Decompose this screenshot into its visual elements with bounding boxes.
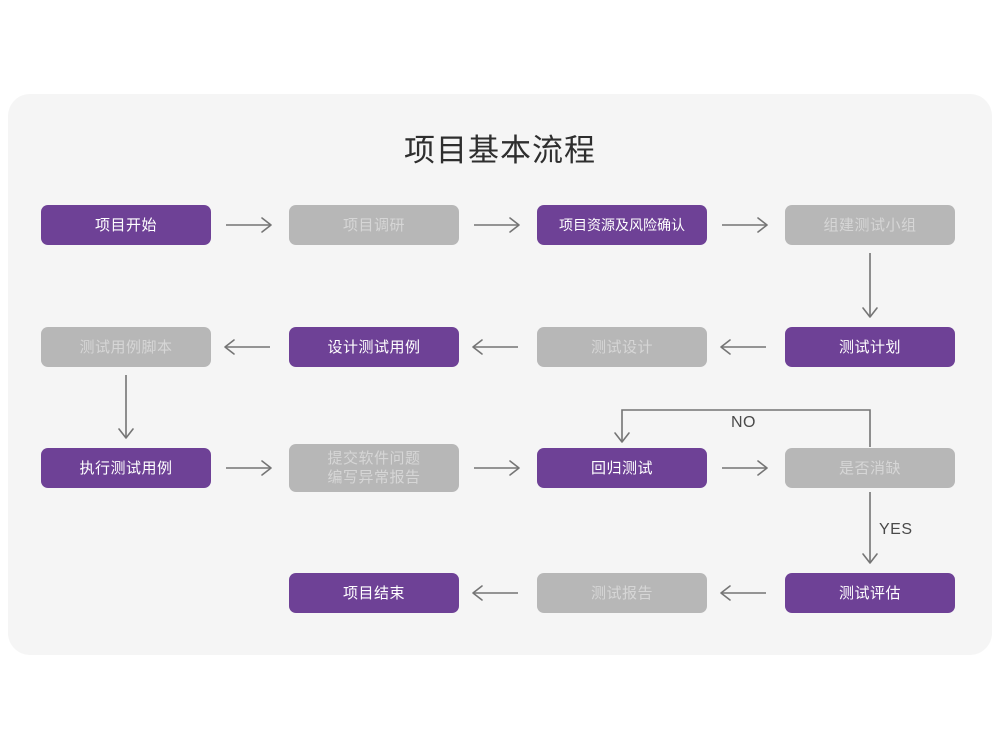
- node-execute-test-cases[interactable]: 执行测试用例: [41, 448, 211, 488]
- flowchart-card: [8, 94, 992, 655]
- node-test-case-script[interactable]: 测试用例脚本: [41, 327, 211, 367]
- page-title: 项目基本流程: [404, 133, 596, 168]
- node-resource-risk-confirm[interactable]: 项目资源及风险确认: [537, 205, 707, 245]
- node-project-end[interactable]: 项目结束: [289, 573, 459, 613]
- node-test-evaluation[interactable]: 测试评估: [785, 573, 955, 613]
- edge-label-yes: YES: [879, 521, 913, 538]
- node-test-design[interactable]: 测试设计: [537, 327, 707, 367]
- node-regression-test[interactable]: 回归测试: [537, 448, 707, 488]
- node-defects-cleared[interactable]: 是否消缺: [785, 448, 955, 488]
- node-test-plan[interactable]: 测试计划: [785, 327, 955, 367]
- node-project-start[interactable]: 项目开始: [41, 205, 211, 245]
- node-project-research[interactable]: 项目调研: [289, 205, 459, 245]
- node-submit-defects[interactable]: 提交软件问题 编写异常报告: [289, 444, 459, 492]
- node-design-test-cases[interactable]: 设计测试用例: [289, 327, 459, 367]
- edge-label-no: NO: [731, 414, 756, 431]
- node-form-test-team[interactable]: 组建测试小组: [785, 205, 955, 245]
- node-test-report[interactable]: 测试报告: [537, 573, 707, 613]
